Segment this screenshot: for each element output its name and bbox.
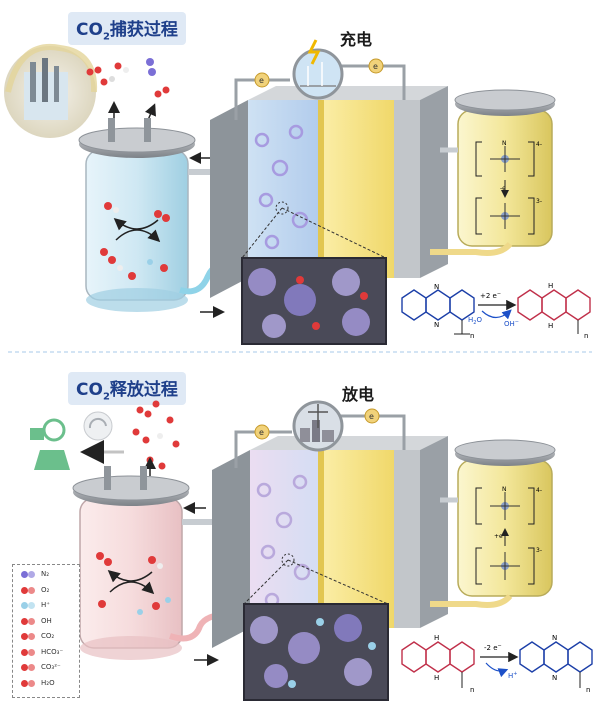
legend-swatch: [21, 602, 35, 610]
chain-n-right-b: n: [586, 686, 590, 694]
ring-nh-top-left-b: H: [434, 634, 439, 642]
ring-nh-top-right: H: [548, 282, 553, 290]
legend-label: CO₃²⁻: [41, 663, 61, 671]
legend-swatch: [21, 664, 35, 672]
legend-swatch: [21, 571, 35, 579]
discharge-label: 放电: [342, 385, 375, 404]
charge-cell: [210, 86, 448, 298]
emission-molecules: [86, 58, 170, 121]
charge-zoom-inset: [241, 201, 387, 345]
ferro-charge-4-bottom: 4-: [536, 487, 542, 494]
product-proton: H+: [508, 671, 517, 680]
reaction-label-top: +2 e−: [480, 291, 501, 300]
ferro-charge-3-bottom: 3-: [536, 547, 542, 554]
ferro-ligand-bottom: N: [502, 486, 507, 493]
ring-nh-bottom-left-b: H: [434, 674, 439, 682]
product-hydroxide: OH−: [504, 319, 519, 328]
ferro-pipe-top-lower: [430, 241, 513, 256]
legend-label: HCO₃⁻: [41, 647, 64, 656]
legend-label: CO₂: [41, 632, 55, 640]
release-section: e e: [30, 400, 593, 701]
discharge-reaction-scheme: H H n -2 e− H+ N N n: [401, 634, 593, 694]
charge-reaction-scheme: N N n +2 e− H2O OH− H H n: [401, 282, 591, 340]
release-title: CO2释放过程: [68, 372, 186, 406]
electron-left-bottom: e: [259, 428, 264, 437]
ferro-pipe-bottom-lower: [430, 593, 513, 608]
ferro-charge-4-top: 4-: [536, 141, 542, 148]
electron-left-top: e: [259, 76, 264, 85]
chain-n-left: n: [470, 332, 474, 340]
legend-swatch: [21, 648, 35, 657]
chain-n-right: n: [584, 332, 588, 340]
legend-label: H₂O: [41, 678, 55, 687]
ring-n-bottom-left: N: [434, 321, 439, 329]
ferro-e-top: -e: [500, 185, 506, 192]
ring-nh-bottom-right: H: [548, 322, 553, 330]
ferro-tank-bottom: 4- 3- +e N: [454, 439, 556, 597]
legend-label: H⁺: [41, 601, 50, 609]
ring-n-top-right-b: N: [552, 634, 557, 642]
recycle-icons: [30, 411, 124, 470]
legend-swatch: [21, 679, 35, 688]
legend-label: N₂: [41, 570, 50, 578]
released-molecules: [132, 400, 180, 476]
capture-tank: [78, 118, 196, 312]
charge-label: 充电: [340, 30, 373, 49]
legend-swatch: [21, 633, 35, 641]
charge-circuit: e e: [234, 39, 406, 120]
polymer-coils-top: [254, 124, 309, 250]
factory-cloud: [4, 44, 98, 138]
reaction-label-bottom: -2 e−: [484, 643, 502, 652]
discharge-zoom-inset: [243, 553, 389, 701]
ferro-tank-top: 4- 3- -e N: [454, 89, 556, 247]
legend-swatch: [21, 617, 35, 626]
legend-swatch: [21, 586, 35, 595]
molecule-legend: N₂ O₂ H⁺ OH CO₂ HCO₃⁻ CO₃²⁻ H₂O: [12, 564, 80, 698]
capture-title: CO2捕获过程: [68, 12, 186, 46]
electron-right-top: e: [373, 62, 378, 71]
ferro-ligand-top: N: [502, 140, 507, 147]
ring-n-top-left: N: [434, 283, 439, 291]
ferro-e-bottom: +e: [494, 533, 503, 540]
ring-n-bottom-right-b: N: [552, 674, 557, 682]
legend-label: OH: [41, 616, 52, 625]
electron-right-bottom: e: [369, 412, 374, 421]
discharge-circuit: e e: [234, 400, 406, 468]
product-water: H2O: [468, 316, 482, 326]
capture-section: e e: [4, 39, 591, 345]
release-tank: [72, 466, 190, 660]
ferro-charge-3-top: 3-: [536, 198, 542, 205]
chain-n-left-b: n: [470, 686, 474, 694]
legend-label: O₂: [41, 585, 50, 594]
